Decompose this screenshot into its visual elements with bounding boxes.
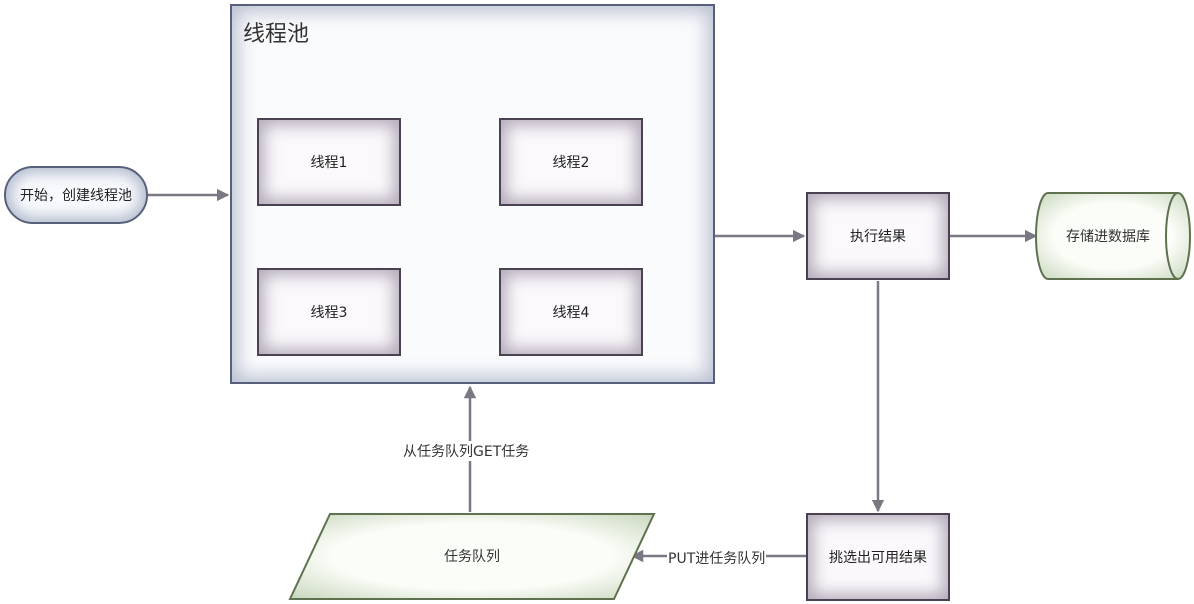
- thread-pool-title: 线程池: [243, 22, 310, 47]
- database-label: 存储进数据库: [1066, 229, 1150, 245]
- thread-1-label: 线程1: [310, 155, 348, 171]
- filter-results-node: 挑选出可用结果: [806, 513, 950, 601]
- thread-3-label: 线程3: [310, 305, 348, 321]
- task-queue-label: 任务队列: [444, 549, 500, 565]
- task-queue-shape: [288, 513, 656, 600]
- edge-label-put-task: PUT进任务队列: [667, 548, 767, 568]
- thread-1: 线程1: [257, 118, 401, 206]
- thread-2-label: 线程2: [552, 155, 590, 171]
- edge-label-get-task: 从任务队列GET任务: [402, 441, 531, 461]
- start-node-label: 开始，创建线程池: [20, 188, 132, 204]
- thread-4-label: 线程4: [552, 305, 590, 321]
- start-node: 开始，创建线程池: [4, 166, 148, 224]
- execution-result-label: 执行结果: [850, 229, 906, 245]
- thread-4: 线程4: [499, 268, 643, 356]
- thread-2: 线程2: [499, 118, 643, 206]
- thread-3: 线程3: [257, 268, 401, 356]
- filter-results-label: 挑选出可用结果: [829, 550, 927, 566]
- database-rim: [1165, 192, 1179, 280]
- execution-result-node: 执行结果: [806, 192, 950, 280]
